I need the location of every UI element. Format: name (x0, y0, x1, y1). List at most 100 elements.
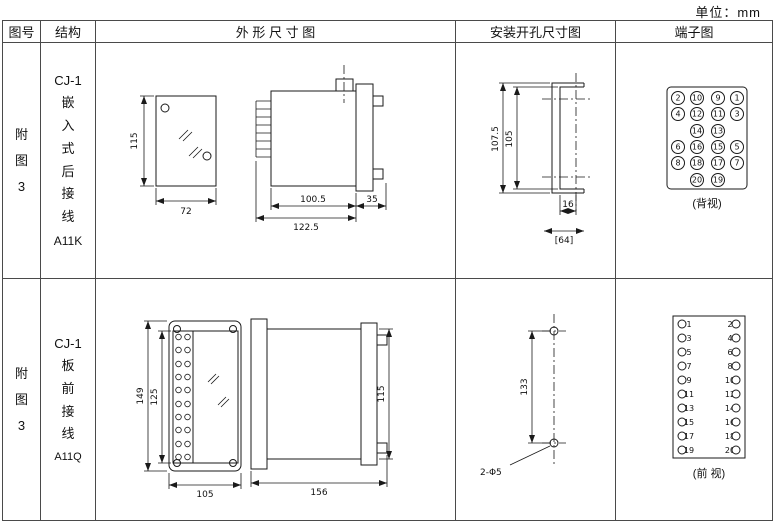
install-drawing-a11q: 133 2-Φ5 (480, 314, 566, 478)
structure-char: 入 (61, 118, 75, 133)
terminal-number: 18 (692, 159, 702, 168)
structure-cell-row1: CJ-1 嵌 入 式 后 接 线 A11K (41, 43, 96, 279)
terminal-number: 3 (734, 110, 739, 119)
hole-spec-label: 2-Φ5 (480, 468, 502, 478)
terminal-number: 5 (734, 143, 739, 152)
outline-cell-row1: 115 72 100.5 35 (96, 43, 456, 279)
front-dimension-lines (140, 95, 217, 205)
model-label: CJ-1 (54, 336, 82, 351)
structure-char: 线 (61, 426, 75, 442)
dim-label-hole-spacing: 133 (520, 378, 530, 395)
figure-char: 图 (14, 152, 28, 168)
outline-drawing-a11k: 115 72 100.5 35 (130, 65, 387, 233)
structure-char: 板 (61, 358, 75, 373)
structure-char: 嵌 (61, 95, 75, 111)
cutout-profile (551, 82, 585, 194)
dim-label-outer-height: 149 (136, 387, 146, 404)
terminal-number: 3 (686, 334, 691, 343)
terminal-screws (175, 333, 191, 461)
terminal-drawing-front: 1 2 3 4 5 6 7 8 9 10 11 12 13 14 15 16 (672, 315, 746, 480)
terminal-number: 1 (686, 320, 691, 329)
install-drawing-a11k: 107.5 105 16 [64] (491, 73, 590, 246)
terminal-number: 17 (684, 432, 694, 441)
terminal-number: 15 (684, 418, 694, 427)
terminal-block-outline (672, 315, 746, 459)
terminal-number: 11 (684, 390, 694, 399)
terminal-number: 12 (725, 390, 735, 399)
dim-label-side-body: 100.5 (300, 195, 326, 205)
terminal-number: 9 (686, 376, 691, 385)
structure-char: 式 (61, 140, 75, 156)
terminal-number: 1 (734, 94, 739, 103)
side-dimension-lines (255, 161, 387, 222)
terminal-number: 16 (692, 143, 702, 152)
terminal-number: 12 (692, 110, 702, 119)
terminal-number: 2 (675, 94, 680, 103)
terminal-number: 4 (675, 110, 680, 119)
terminal-number: 10 (725, 376, 735, 385)
install-cell-row1: 107.5 105 16 [64] (456, 43, 616, 279)
structure-text: 板 前 接 线 (61, 355, 74, 446)
terminal-pins: 1 2 3 4 5 6 7 8 9 10 11 12 13 14 15 16 (677, 319, 741, 455)
model-label: CJ-1 (54, 73, 82, 89)
terminal-number: 14 (725, 404, 735, 413)
front-view (168, 320, 242, 472)
structure-char: 接 (61, 186, 75, 202)
terminal-number: 19 (713, 176, 723, 185)
figure-cell-row2: 附 图 3 (3, 279, 41, 520)
side-view (250, 318, 388, 470)
terminal-number: 6 (727, 348, 732, 357)
terminal-number: 10 (692, 94, 702, 103)
terminal-number: 6 (675, 143, 680, 152)
dim-label-side-height: 115 (377, 385, 387, 402)
side-dimension-lines (250, 328, 393, 487)
dim-label-bracket: [64] (555, 236, 573, 246)
terminal-number: 19 (684, 446, 694, 455)
structure-char: 接 (61, 403, 75, 419)
front-dimension-lines (144, 320, 242, 489)
dim-label-side-width: 156 (310, 488, 327, 498)
structure-char: 线 (61, 209, 75, 224)
terminal-number: 8 (727, 362, 732, 371)
terminal-number: 7 (686, 362, 691, 371)
front-view (155, 95, 217, 187)
figure-char: 附 (14, 365, 28, 381)
terminal-number: 20 (725, 446, 735, 455)
figure-char: 附 (14, 126, 28, 142)
terminal-number: 4 (727, 334, 732, 343)
dim-label-outer: 107.5 (491, 126, 501, 152)
terminal-number: 11 (713, 110, 723, 119)
dim-label-front-height: 115 (130, 132, 140, 149)
terminal-number: 9 (715, 94, 720, 103)
header-terminal: 端子图 (616, 21, 772, 43)
terminal-number: 7 (734, 159, 739, 168)
terminal-pins: 2 10 9 1 4 12 11 3 14 13 6 16 15 5 8 18 (671, 91, 744, 187)
dim-label-inner-height: 125 (150, 388, 160, 405)
figure-char: 3 (17, 417, 26, 433)
install-dimension-lines (499, 82, 584, 234)
dim-label-side-total: 122.5 (293, 223, 319, 233)
structure-char: 后 (61, 163, 75, 179)
center-lines (542, 73, 590, 211)
outline-drawing-a11q: 149 125 105 115 156 (136, 318, 393, 500)
structure-cell-row2: CJ-1 板 前 接 线 A11Q (41, 279, 96, 520)
header-install: 安装开孔尺寸图 (456, 21, 616, 43)
terminal-number: 2 (727, 320, 732, 329)
header-figure-no: 图号 (3, 21, 41, 43)
side-view (255, 78, 384, 192)
dim-label-front-width: 105 (196, 490, 213, 500)
terminal-number: 13 (684, 404, 694, 413)
dimension-table: 图号 结构 外 形 尺 寸 图 安装开孔尺寸图 端子图 附 图 3 CJ-1 嵌… (2, 20, 773, 521)
structure-text: 嵌 入 式 后 接 线 (61, 92, 74, 229)
terminal-cell-row1: 2 10 9 1 4 12 11 3 14 13 6 16 15 5 8 18 (616, 43, 772, 279)
model-code-label: A11K (53, 233, 83, 248)
dim-label-step: 16 (562, 200, 574, 210)
terminal-block-outline (666, 86, 748, 190)
model-code-label: A11Q (54, 451, 82, 463)
view-label-rear: (背视) (692, 196, 721, 210)
figure-cell-row1: 附 图 3 (3, 43, 41, 279)
center-lines (542, 314, 566, 464)
terminal-number: 16 (725, 418, 735, 427)
structure-char: 前 (61, 380, 75, 396)
